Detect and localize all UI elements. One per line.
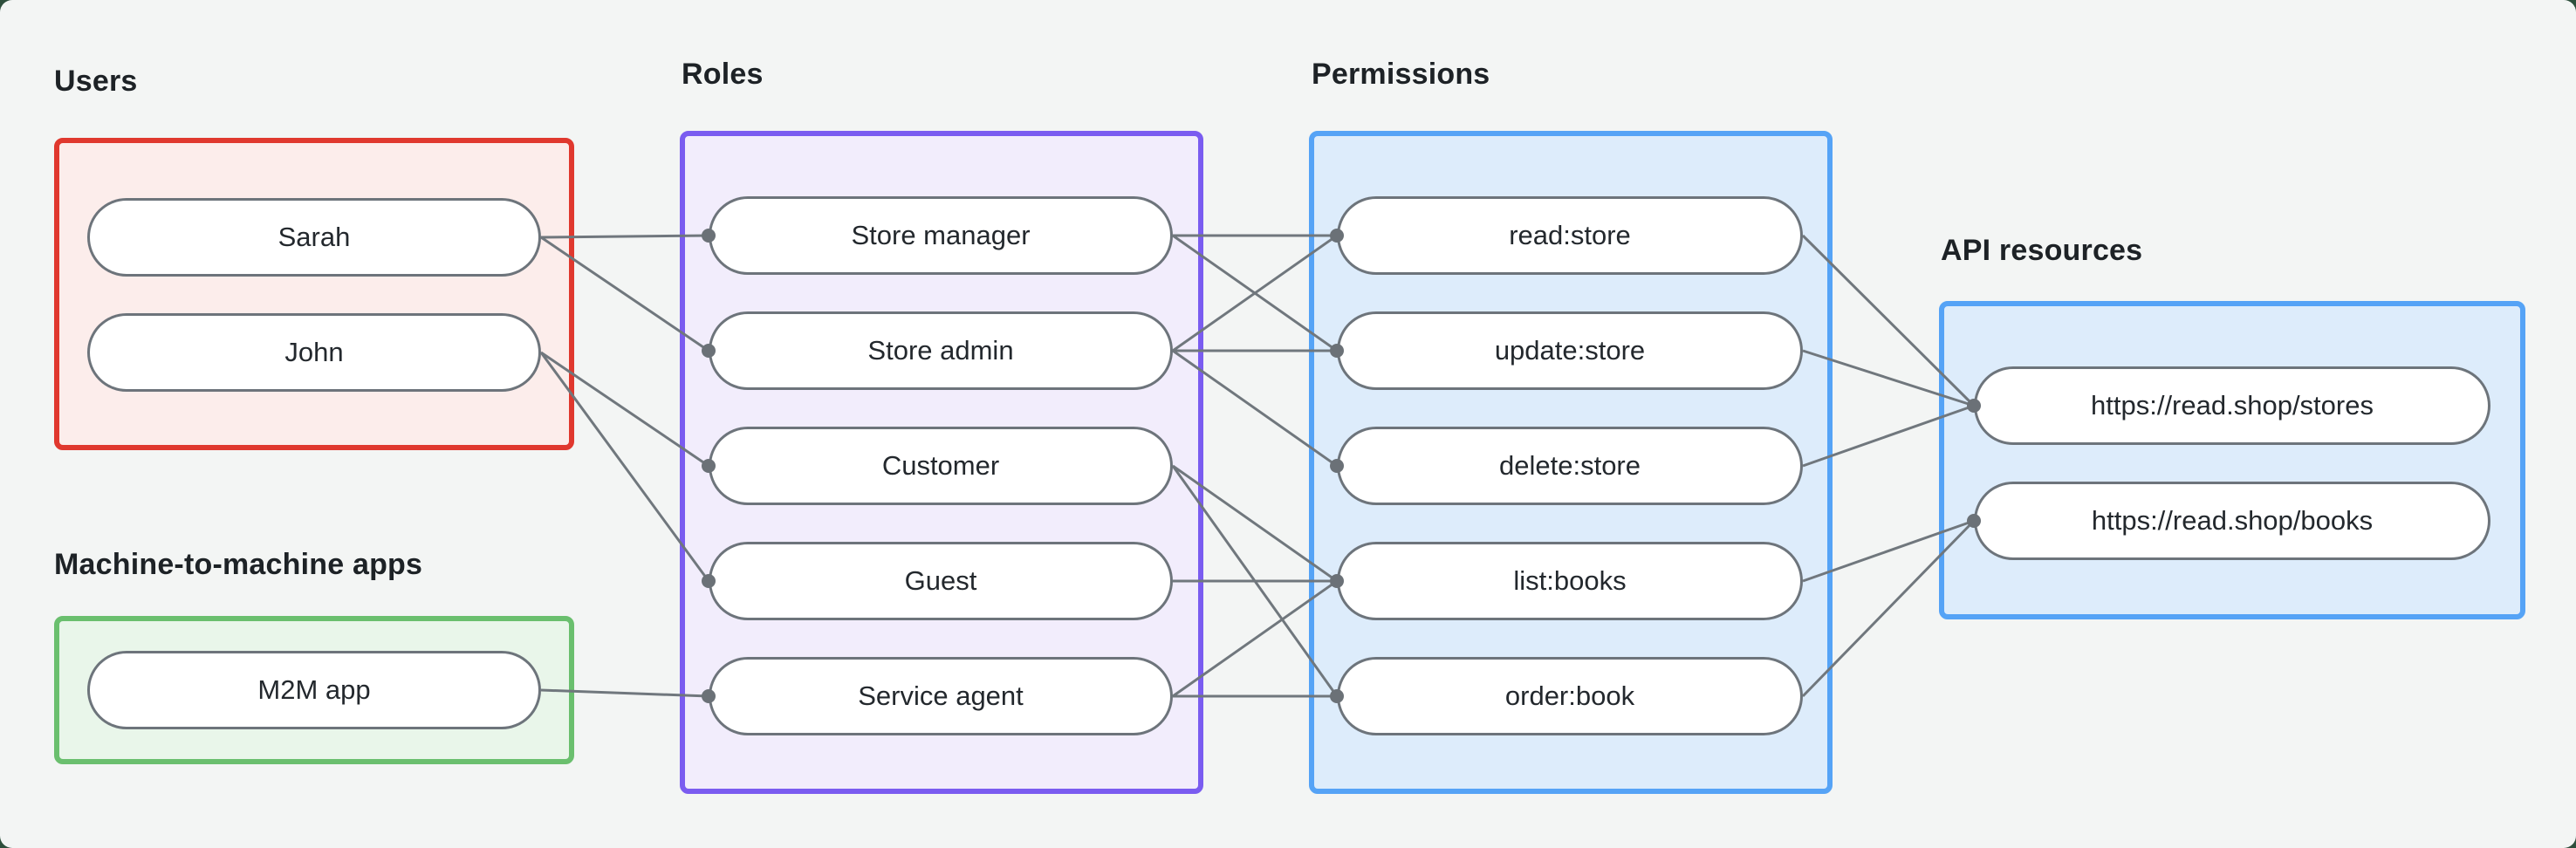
node-label: Sarah: [277, 222, 351, 252]
node-label: list:books: [1513, 565, 1627, 596]
node-role-store-admin: Store admin: [709, 311, 1173, 390]
node-api-resource-books: https://read.shop/books: [1974, 482, 2490, 560]
users-group-label: Users: [54, 65, 138, 98]
node-permission-delete-store: delete:store: [1337, 427, 1803, 505]
node-permission-list-books: list:books: [1337, 542, 1803, 620]
node-label: Guest: [904, 565, 977, 596]
machine-apps-group-label: Machine-to-machine apps: [54, 548, 423, 581]
node-label: delete:store: [1499, 450, 1641, 481]
node-label: Store admin: [867, 335, 1014, 366]
roles-group-label: Roles: [682, 58, 764, 91]
api-resources-group-box: [1939, 301, 2525, 619]
node-label: read:store: [1509, 220, 1631, 250]
node-permission-read-store: read:store: [1337, 196, 1803, 275]
node-label: John: [284, 337, 344, 367]
node-api-resource-stores: https://read.shop/stores: [1974, 366, 2490, 445]
node-label: M2M app: [257, 674, 371, 705]
node-user-sarah: Sarah: [87, 198, 541, 277]
node-permission-update-store: update:store: [1337, 311, 1803, 390]
api-resources-group-label: API resources: [1941, 234, 2143, 267]
node-label: https://read.shop/stores: [2091, 390, 2374, 421]
node-label: Service agent: [858, 680, 1024, 711]
node-permission-order-book: order:book: [1337, 657, 1803, 735]
node-role-guest: Guest: [709, 542, 1173, 620]
node-label: order:book: [1504, 680, 1635, 711]
node-role-service-agent: Service agent: [709, 657, 1173, 735]
node-label: Store manager: [851, 220, 1031, 250]
node-label: https://read.shop/books: [2091, 505, 2374, 536]
node-role-store-manager: Store manager: [709, 196, 1173, 275]
node-label: Customer: [881, 450, 1000, 481]
node-label: update:store: [1494, 335, 1646, 366]
node-user-john: John: [87, 313, 541, 392]
node-role-customer: Customer: [709, 427, 1173, 505]
users-group-box: [54, 138, 574, 450]
permissions-group-label: Permissions: [1312, 58, 1490, 91]
node-m2m-app: M2M app: [87, 651, 541, 729]
